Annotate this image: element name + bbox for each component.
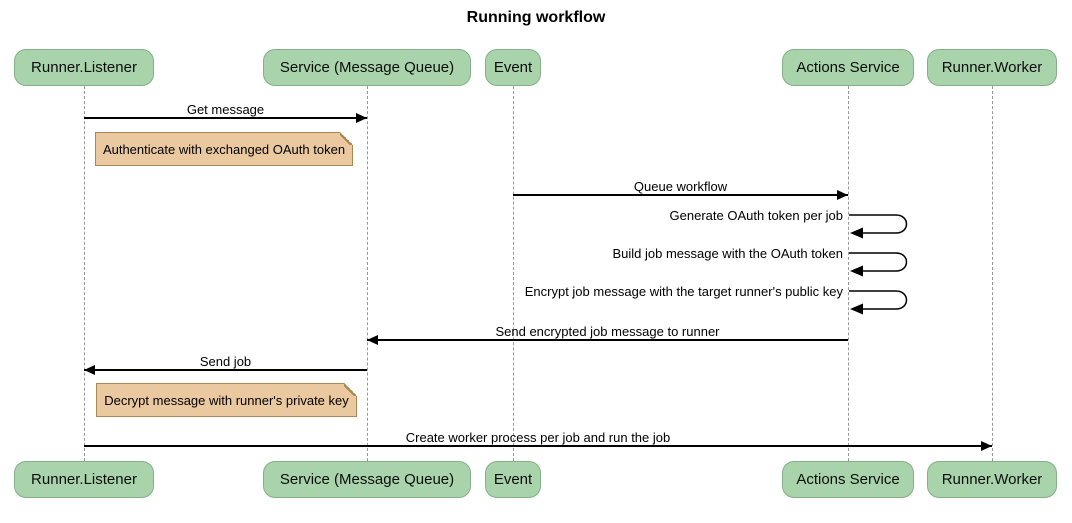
lifeline-runner-listener bbox=[84, 86, 85, 461]
message-label-create-worker: Create worker process per job and run th… bbox=[405, 430, 671, 445]
note-text: Decrypt message with runner's private ke… bbox=[104, 392, 349, 408]
lifeline-actions-service bbox=[848, 86, 849, 461]
self-loop-arrow-icon bbox=[849, 252, 908, 277]
arrowhead-right-icon bbox=[837, 190, 848, 200]
message-label-queue-workflow: Queue workflow bbox=[633, 179, 728, 194]
actor-top-runner-listener: Runner.Listener bbox=[14, 49, 154, 86]
actor-bottom-event: Event bbox=[485, 461, 541, 498]
diagram-title: Running workflow bbox=[466, 9, 606, 26]
actor-top-actions-service: Actions Service bbox=[782, 49, 914, 86]
message-arrow-send-encrypted bbox=[367, 339, 848, 341]
actor-top-service-message-queue: Service (Message Queue) bbox=[263, 49, 471, 86]
message-label-send-encrypted: Send encrypted job message to runner bbox=[495, 324, 720, 339]
message-label-generate-oauth-token: Generate OAuth token per job bbox=[669, 208, 843, 223]
self-loop-arrow-icon bbox=[849, 214, 908, 239]
arrowhead-right-icon bbox=[356, 113, 367, 123]
message-label-get-message: Get message bbox=[186, 102, 265, 117]
arrowhead-right-icon bbox=[981, 441, 992, 451]
actor-top-runner-worker: Runner.Worker bbox=[927, 49, 1057, 86]
note-fold-icon bbox=[340, 132, 353, 145]
self-loop-arrow-icon bbox=[849, 290, 908, 315]
message-label-send-job: Send job bbox=[199, 354, 252, 369]
note-authenticate: Authenticate with exchanged OAuth token bbox=[95, 132, 353, 166]
actor-bottom-runner-worker: Runner.Worker bbox=[927, 461, 1057, 498]
lifeline-service-message-queue bbox=[367, 86, 368, 461]
message-arrow-create-worker bbox=[84, 445, 992, 447]
actor-bottom-service-message-queue: Service (Message Queue) bbox=[263, 461, 471, 498]
arrowhead-left-icon bbox=[84, 365, 95, 375]
note-text: Authenticate with exchanged OAuth token bbox=[102, 141, 346, 157]
actor-bottom-runner-listener: Runner.Listener bbox=[14, 461, 154, 498]
arrowhead-left-icon bbox=[367, 335, 378, 345]
lifeline-runner-worker bbox=[992, 86, 993, 461]
lifeline-event bbox=[513, 86, 514, 461]
actor-bottom-actions-service: Actions Service bbox=[782, 461, 914, 498]
note-fold-icon bbox=[344, 383, 357, 396]
message-label-encrypt-job-message: Encrypt job message with the target runn… bbox=[524, 284, 843, 299]
message-arrow-get-message bbox=[84, 117, 367, 119]
message-arrow-send-job bbox=[84, 369, 367, 371]
message-label-build-job-message: Build job message with the OAuth token bbox=[612, 246, 843, 261]
actor-top-event: Event bbox=[485, 49, 541, 86]
message-arrow-queue-workflow bbox=[513, 194, 848, 196]
note-decrypt: Decrypt message with runner's private ke… bbox=[96, 383, 357, 417]
